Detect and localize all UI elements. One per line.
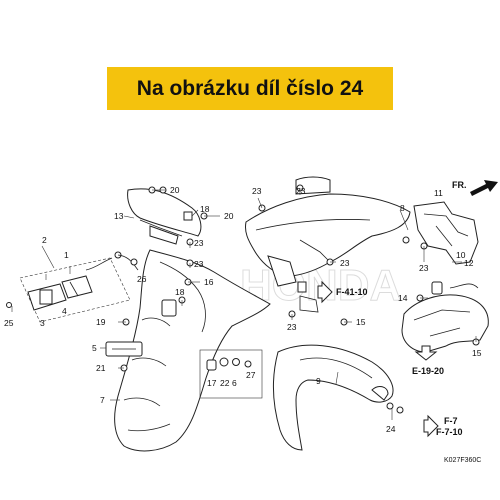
catalog-code: K027F360C [444, 457, 481, 464]
callout-numbers: 2 1 25 3 4 20 13 18 20 23 23 26 16 18 19… [4, 185, 482, 434]
ref-f41-10: F-41-10 [336, 287, 368, 297]
front-label: FR. [452, 180, 467, 190]
callout-13: 13 [114, 211, 124, 221]
callout-16: 16 [204, 277, 214, 287]
part-number-banner: Na obrázku díl číslo 24 [107, 67, 393, 110]
callout-15b: 15 [472, 348, 482, 358]
splash-guard-9 [273, 344, 394, 451]
callout-23d: 23 [296, 186, 306, 196]
callout-24: 24 [386, 424, 396, 434]
callout-2: 2 [42, 235, 47, 245]
ref-f7-10: F-7-10 [436, 427, 463, 437]
callout-8: 8 [400, 203, 405, 213]
tail-light-assembly [6, 251, 139, 323]
callout-23c: 23 [252, 186, 262, 196]
callout-20b: 20 [224, 211, 234, 221]
f7-arrow-icon [423, 414, 439, 438]
box-10 [401, 281, 489, 353]
callout-27: 27 [246, 370, 256, 380]
f41-arrow-icon [317, 280, 333, 304]
callout-10: 10 [456, 250, 466, 260]
callout-6: 6 [232, 378, 237, 388]
callout-9: 9 [316, 376, 321, 386]
callout-22: 22 [220, 378, 230, 388]
callout-23f: 23 [287, 322, 297, 332]
callout-7: 7 [100, 395, 105, 405]
callout-21: 21 [96, 363, 106, 373]
callout-12: 12 [464, 258, 474, 268]
callout-5: 5 [92, 343, 97, 353]
license-light-5 [105, 341, 143, 357]
callout-11: 11 [434, 188, 443, 198]
callout-18b: 18 [175, 287, 185, 297]
callout-15a: 15 [356, 317, 366, 327]
callout-25: 25 [4, 318, 14, 328]
collars-group [199, 349, 263, 399]
callout-17: 17 [207, 378, 217, 388]
bracket-11 [413, 201, 479, 265]
callout-20a: 20 [170, 185, 180, 195]
callout-23a: 23 [194, 238, 204, 248]
reference-arrows [317, 180, 498, 438]
callout-19: 19 [96, 317, 106, 327]
callout-1: 1 [64, 250, 69, 260]
callout-23b: 23 [194, 259, 204, 269]
e19-arrow-icon [414, 345, 438, 361]
callout-3: 3 [40, 318, 45, 328]
ref-e19-20: E-19-20 [412, 366, 444, 376]
callout-4: 4 [62, 306, 67, 316]
leader-lines [11, 188, 477, 420]
front-arrow-icon [470, 180, 498, 196]
callout-26: 26 [137, 274, 147, 284]
callout-23e: 23 [340, 258, 350, 268]
upper-cover-13 [127, 186, 202, 245]
callout-18a: 18 [200, 204, 210, 214]
callout-23g: 23 [419, 263, 429, 273]
inner-fender-8 [245, 176, 411, 313]
rear-fender-7 [114, 249, 271, 452]
ref-f7: F-7 [444, 416, 458, 426]
callout-14: 14 [398, 293, 408, 303]
